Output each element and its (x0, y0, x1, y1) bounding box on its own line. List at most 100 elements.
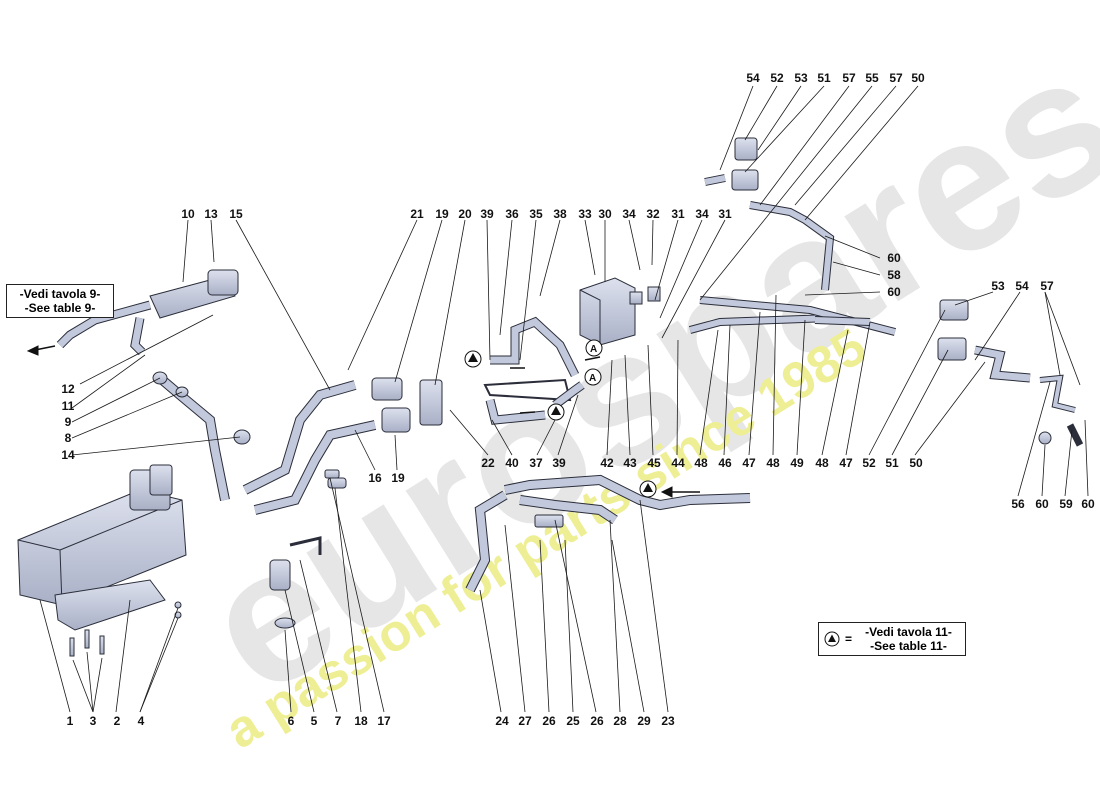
reference-table-11-en: -See table 11- (870, 639, 947, 653)
callout-bot-28: 28 (613, 714, 627, 728)
leader-lines (39, 85, 1089, 713)
callout-left-14: 14 (61, 448, 75, 462)
callout-mid-39: 39 (552, 456, 566, 470)
valve-19 (371, 377, 443, 433)
callout-top-21: 21 (410, 207, 424, 221)
canister-30 (579, 277, 661, 346)
reference-table-9-it: -Vedi tavola 9- (19, 287, 101, 301)
callout-rg-60b: 60 (887, 285, 901, 299)
pipes-46-47 (688, 296, 897, 336)
hose-15-16 (242, 380, 377, 515)
marker-a-2-label: A (590, 344, 597, 355)
callout-top-33: 33 (578, 207, 592, 221)
marker-a-1 (464, 350, 482, 368)
callout-fr-60b: 60 (1081, 497, 1095, 511)
callout-fr-56: 56 (1011, 497, 1025, 511)
callout-top-32: 32 (646, 207, 660, 221)
canister-bracket (54, 579, 166, 631)
callout-rg-53: 53 (991, 279, 1005, 293)
callout-top-30: 30 (598, 207, 612, 221)
callout-mid-37: 37 (529, 456, 543, 470)
hose-8 (152, 371, 251, 501)
callout-top-38: 38 (553, 207, 567, 221)
callout-tr-57b: 57 (889, 71, 903, 85)
callout-left-11: 11 (62, 399, 75, 413)
callout-mid-48c: 48 (815, 456, 829, 470)
callout-mid-40: 40 (505, 456, 519, 470)
charcoal-canister (17, 464, 187, 606)
callout-tr-52: 52 (770, 71, 784, 85)
triangle-marker-icon (824, 631, 840, 647)
reference-table-9-en: -See table 9- (24, 301, 96, 315)
callout-mid-48b: 48 (766, 456, 780, 470)
callout-mid-19: 19 (391, 471, 405, 485)
callout-rg-57: 57 (1040, 279, 1054, 293)
marker-a-4: A (584, 368, 602, 386)
callout-mid-44: 44 (671, 456, 685, 470)
callout-mid-52: 52 (862, 456, 876, 470)
reference-table-11-it: -Vedi tavola 11- (865, 625, 952, 639)
reference-equals: = (845, 632, 853, 646)
callout-bot-25: 25 (566, 714, 580, 728)
callout-tr-53: 53 (794, 71, 808, 85)
callout-left-12: 12 (61, 382, 75, 396)
reference-box-table-11: = -Vedi tavola 11- -See table 11- (818, 622, 966, 656)
callout-top-39: 39 (480, 207, 494, 221)
callout-bot-5: 5 (311, 714, 318, 728)
callout-top-20: 20 (458, 207, 472, 221)
callout-mid-49: 49 (790, 456, 804, 470)
callout-bot-29: 29 (637, 714, 651, 728)
callout-bot-18: 18 (354, 714, 368, 728)
callout-bot-2: 2 (114, 714, 121, 728)
callout-bot-1: 1 (67, 714, 74, 728)
callout-left-9: 9 (65, 415, 72, 429)
callout-top-10: 10 (181, 207, 195, 221)
callout-rg-60a: 60 (887, 251, 901, 265)
callout-top-13: 13 (204, 207, 218, 221)
callout-mid-47a: 47 (742, 456, 756, 470)
callout-tr-57a: 57 (842, 71, 856, 85)
screws-3-4 (69, 601, 182, 657)
marker-a-2: A (585, 339, 603, 357)
reference-box-table-9: -Vedi tavola 9- -See table 9- (6, 284, 114, 318)
callout-bot-3: 3 (90, 714, 97, 728)
marker-a-5 (639, 480, 657, 498)
callout-bot-26a: 26 (542, 714, 556, 728)
clamp-set-5-7 (269, 469, 347, 629)
callout-top-19: 19 (435, 207, 449, 221)
callout-top-15: 15 (229, 207, 243, 221)
callout-mid-45: 45 (647, 456, 661, 470)
callout-tr-51: 51 (817, 71, 831, 85)
callout-bot-4: 4 (138, 714, 145, 728)
marker-a-4-label: A (589, 373, 596, 384)
callout-mid-43: 43 (623, 456, 637, 470)
callout-mid-51: 51 (885, 456, 899, 470)
callout-rg-54: 54 (1015, 279, 1029, 293)
callout-bot-6: 6 (288, 714, 295, 728)
callout-mid-48a: 48 (694, 456, 708, 470)
callout-bot-27: 27 (518, 714, 532, 728)
flow-arrows (26, 345, 700, 498)
callout-mid-46: 46 (718, 456, 732, 470)
callout-mid-47b: 47 (839, 456, 853, 470)
top-left-component (56, 269, 239, 356)
callout-top-36: 36 (505, 207, 519, 221)
callout-rg-58: 58 (887, 268, 901, 282)
callout-tr-54: 54 (746, 71, 760, 85)
callout-mid-50: 50 (909, 456, 923, 470)
callout-fr-59: 59 (1059, 497, 1073, 511)
callout-top-35: 35 (529, 207, 543, 221)
callout-bot-7: 7 (335, 714, 342, 728)
marker-a-3 (547, 403, 565, 421)
callout-bot-17: 17 (377, 714, 391, 728)
callout-mid-22: 22 (481, 456, 495, 470)
valve-51-right (937, 299, 1084, 447)
callout-mid-42: 42 (600, 456, 614, 470)
callout-top-34a: 34 (622, 207, 636, 221)
callout-bot-26b: 26 (590, 714, 604, 728)
callout-bot-24: 24 (495, 714, 509, 728)
callout-tr-55: 55 (865, 71, 879, 85)
callout-mid-16: 16 (368, 471, 382, 485)
callout-top-34b: 34 (695, 207, 709, 221)
